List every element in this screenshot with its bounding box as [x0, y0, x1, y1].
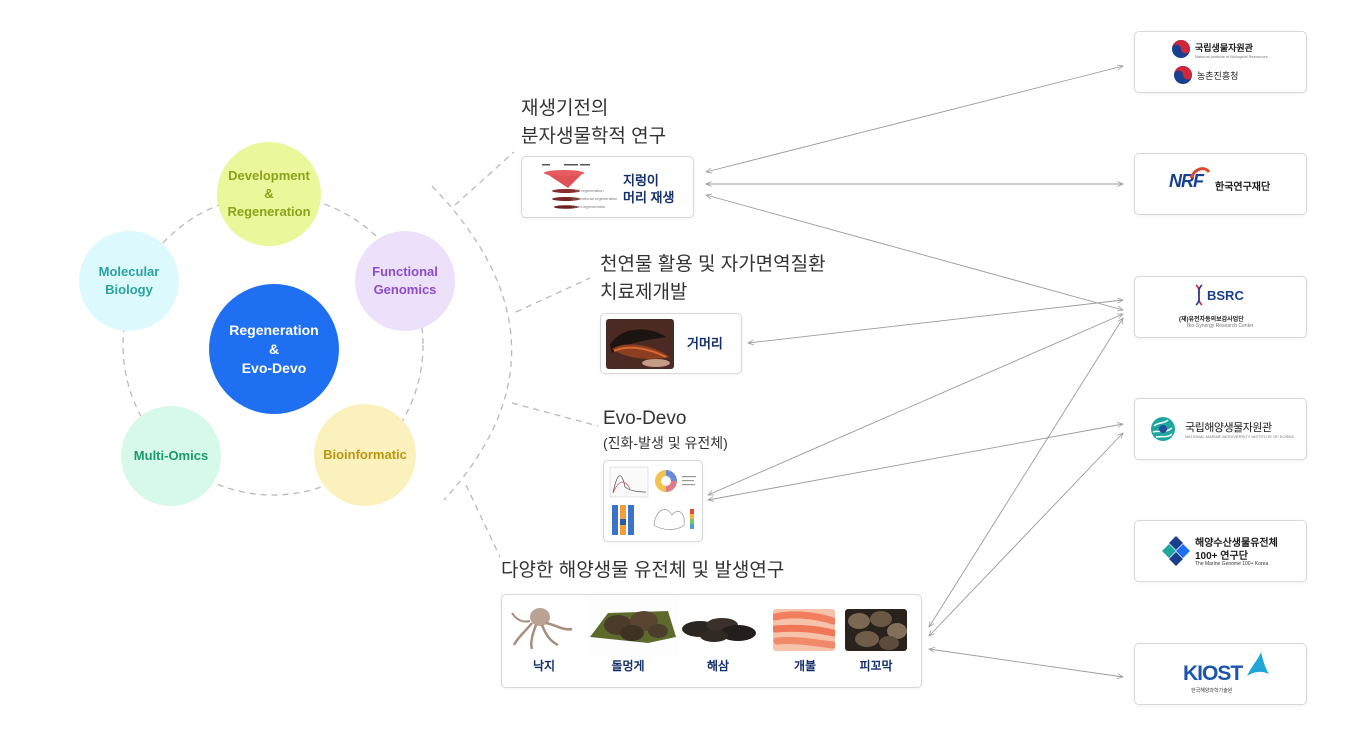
genome-sub: The Marine Genome 100+ Korea: [1195, 561, 1269, 567]
rda-logo-icon: [1174, 66, 1192, 84]
multi-omics-circle: Multi-Omics: [121, 406, 221, 506]
bsrc-sub: Bio-Synergy Research Center: [1187, 323, 1254, 329]
bracket-arc: [431, 185, 513, 501]
leech-card: 거머리: [600, 313, 742, 374]
mabik-name: 국립해양생물자원관: [1185, 422, 1272, 434]
molecular-biology-circle: Molecular Biology: [79, 231, 179, 331]
regeneration-title: 재생기전의 분자생물학적 연구: [521, 98, 667, 147]
nrf-swoosh-icon: [1189, 167, 1211, 179]
partner-nibr: 국립생물자원관 National Institute of Biological…: [1134, 31, 1307, 93]
branch-line-natural: [515, 277, 591, 313]
partner-marine-genome: 해양수산생물유전체 100+ 연구단 The Marine Genome 100…: [1134, 520, 1307, 582]
partner-mabik: 국립해양생물자원관 NATIONAL MARINE BIODIVERSITY I…: [1134, 398, 1307, 460]
leech-photo: [606, 319, 674, 369]
kiost-logo: KIOST: [1183, 662, 1243, 685]
leech-label: 거머리: [687, 336, 723, 351]
evodevo-subtitle: (진화-발생 및 유전체): [603, 435, 728, 451]
arrow-marine-kiost: [929, 649, 1123, 677]
earthworm-label: 지렁이 머리 재생: [623, 173, 675, 205]
arrow-evodevo-bsrc: [708, 314, 1123, 495]
ark-clam-photo: [845, 609, 907, 651]
natural-products-title: 천연물 활용 및 자가면역질환 치료제개발: [600, 254, 826, 303]
marine-title: 다양한 해양생물 유전체 및 발생연구: [501, 560, 785, 581]
branch-line-evodevo: [511, 402, 599, 427]
nrf-name: 한국연구재단: [1215, 182, 1271, 193]
branch-line-marine: [465, 484, 501, 558]
evodevo-card: [603, 460, 703, 542]
genome-diamond-icon: [1162, 536, 1190, 566]
arrow-marine-bsrc: [929, 318, 1123, 627]
development-regeneration-circle: Development & Regeneration: [217, 142, 321, 246]
partner-bsrc: BSRC (재)유전자동의보감사업단 Bio-Synergy Research …: [1134, 276, 1307, 338]
spoon-worm-photo: [773, 609, 835, 651]
bsrc-name: (재)유전자동의보감사업단: [1179, 317, 1244, 323]
branch-line-regeneration: [454, 151, 515, 206]
mabik-globe-icon: [1151, 417, 1175, 441]
sea-squirt-photo: [588, 595, 678, 657]
functional-genomics-circle: Functional Genomics: [355, 231, 455, 331]
octopus-photo: [511, 608, 573, 650]
regeneration-card: Tail regeneration Bidirectional regenera…: [521, 156, 694, 218]
sea-cucumber-label: 해삼: [706, 659, 730, 673]
kiost-sub: 한국해양과학기술원: [1191, 688, 1233, 694]
rda-name: 농촌진흥청: [1197, 71, 1239, 81]
evodevo-title: Evo-Devo: [603, 408, 687, 429]
kiost-wave-icon: [1247, 652, 1269, 676]
sea-squirt-label: 돌멍게: [611, 659, 645, 673]
nrf-logo: NRF: [1169, 171, 1204, 191]
taegeuk-logo-icon: [1172, 40, 1190, 58]
mabik-sub: NATIONAL MARINE BIODIVERSITY INSTITUTE O…: [1185, 434, 1294, 439]
bsrc-logo: BSRC: [1207, 288, 1244, 303]
nibr-name: 국립생물자원관: [1195, 43, 1253, 53]
arrow-marine-mabik: [929, 433, 1123, 636]
octopus-label: 낙지: [532, 659, 556, 673]
spoon-worm-label: 개불: [793, 659, 817, 673]
regeneration-evodevo-center-circle: Regeneration & Evo-Devo: [209, 284, 339, 414]
worm-regeneration-figure: [542, 164, 590, 209]
genome-line2: 100+ 연구단: [1195, 551, 1248, 562]
marine-organisms-card: 낙지 돌멍게 해삼 개불 피꼬막: [501, 594, 922, 688]
sea-cucumber-photo: [682, 618, 756, 642]
genome-line1: 해양수산생물유전체: [1195, 538, 1278, 549]
nibr-sub: National Institute of Biological Resourc…: [1195, 54, 1268, 59]
partner-nrf: NRF 한국연구재단: [1134, 153, 1307, 215]
ark-clam-label: 피꼬막: [859, 659, 893, 673]
bioinformatic-circle: Bioinformatic: [314, 404, 416, 506]
arrow-regen-nibr: [706, 66, 1123, 172]
partner-kiost: KIOST 한국해양과학기술원: [1134, 643, 1307, 705]
evodevo-figure: [609, 466, 696, 535]
arrow-evodevo-mabik: [708, 424, 1123, 500]
dna-helix-icon: [1195, 284, 1203, 306]
